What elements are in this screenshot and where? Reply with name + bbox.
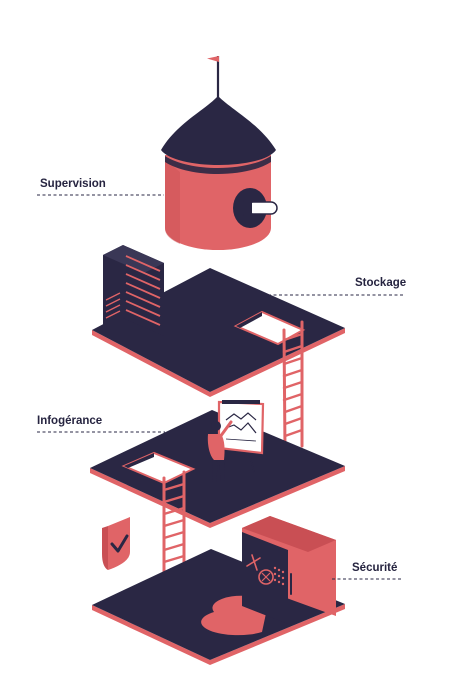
label-supervision: Supervision xyxy=(40,178,106,190)
supervision-tower xyxy=(161,56,278,250)
presenter-icon xyxy=(207,400,265,482)
supervision-label-group: Supervision xyxy=(37,178,164,196)
securite-label-group: Sécurité xyxy=(332,562,402,580)
securite-platform xyxy=(92,516,345,665)
stockage-label-group: Stockage xyxy=(268,277,406,296)
label-stockage: Stockage xyxy=(355,277,406,289)
safe-icon xyxy=(242,516,336,624)
shield-check-icon xyxy=(102,517,130,570)
infogerance-label-group: Infogérance xyxy=(37,415,165,433)
label-infogerance: Infogérance xyxy=(37,415,102,427)
server-rack-icon xyxy=(103,245,164,336)
label-securite: Sécurité xyxy=(352,562,397,574)
flag-icon xyxy=(207,56,220,98)
infogerance-platform xyxy=(90,400,345,528)
stockage-platform xyxy=(92,245,345,397)
ladder-icon xyxy=(282,320,304,452)
